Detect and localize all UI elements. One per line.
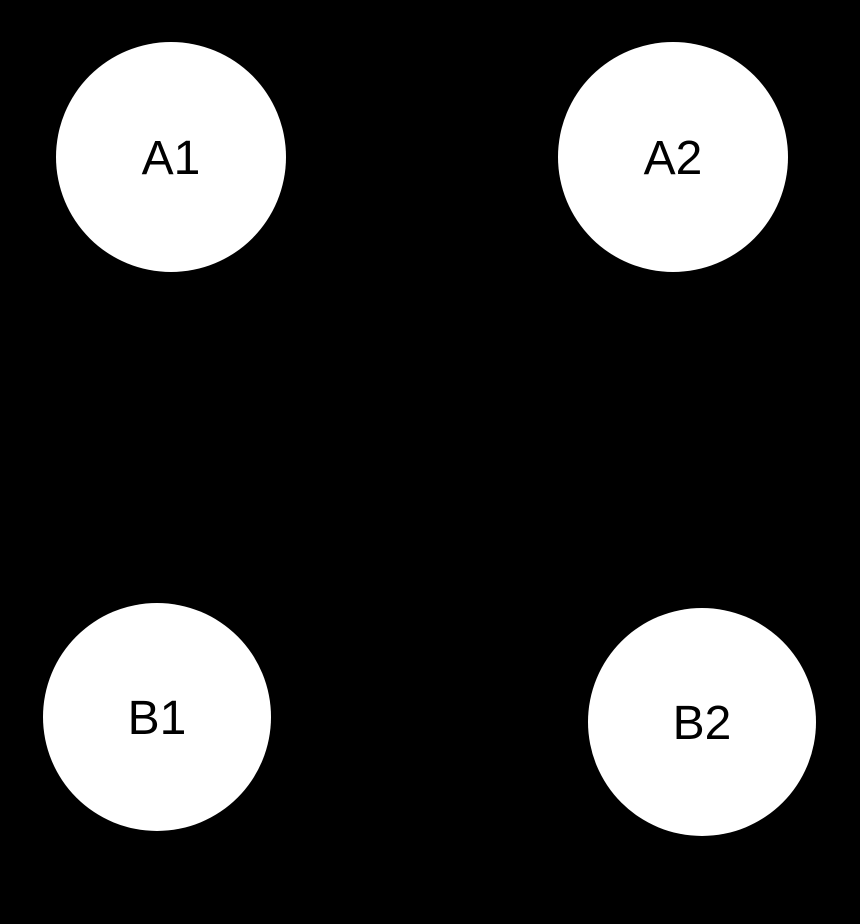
- graph-node-circle: [43, 603, 271, 831]
- graph-node-label: A2: [644, 132, 703, 185]
- graph-node-label: B1: [128, 692, 187, 745]
- graph-node-label: A1: [142, 132, 201, 185]
- graph-node: B2: [588, 608, 816, 836]
- graph-node-circle: [588, 608, 816, 836]
- graph-node-circle: [56, 42, 286, 272]
- graph-node-circle: [558, 42, 788, 272]
- graph-node: A2: [558, 42, 788, 272]
- graph-node: B1: [43, 603, 271, 831]
- graph-node-label: B2: [673, 697, 732, 750]
- graph-node: A1: [56, 42, 286, 272]
